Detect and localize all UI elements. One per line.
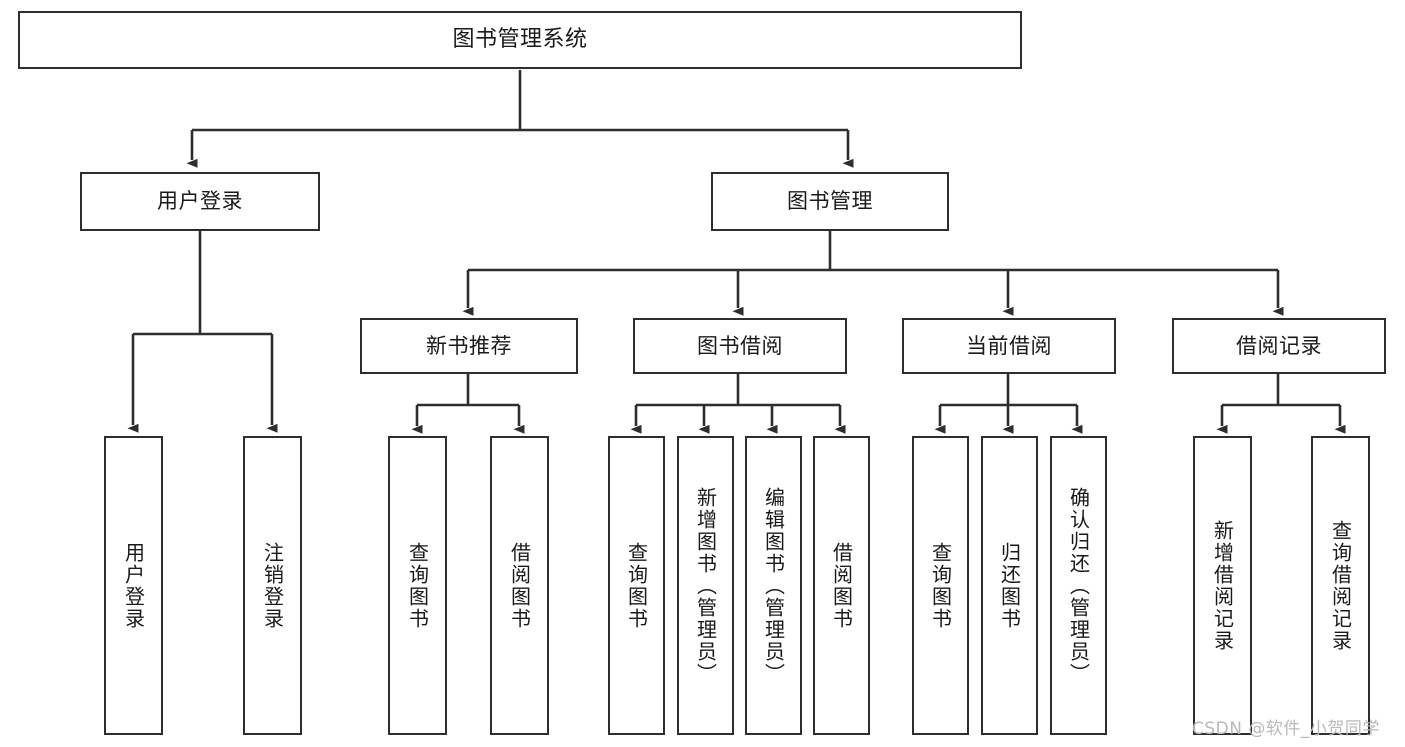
node-leaf-query-book-1[interactable]: 查询图书 — [388, 436, 447, 735]
node-label: 图书借阅 — [697, 333, 783, 358]
node-root-book-management-system[interactable]: 图书管理系统 — [18, 11, 1022, 69]
node-label: 编辑图书（管理员） — [761, 486, 786, 685]
node-label: 新增图书（管理员） — [693, 486, 718, 685]
node-leaf-confirm-return[interactable]: 确认归还（管理员） — [1050, 436, 1107, 735]
node-user-login[interactable]: 用户登录 — [80, 172, 320, 231]
node-leaf-query-book-2[interactable]: 查询图书 — [608, 436, 665, 735]
node-label: 借阅图书 — [829, 541, 854, 630]
node-book-management[interactable]: 图书管理 — [711, 172, 949, 231]
node-label: 查询借阅记录 — [1328, 519, 1353, 652]
node-leaf-query-book-3[interactable]: 查询图书 — [912, 436, 969, 735]
node-leaf-borrow-book-1[interactable]: 借阅图书 — [490, 436, 549, 735]
node-label: 用户登录 — [157, 189, 243, 214]
node-label: 归还图书 — [997, 541, 1022, 630]
node-leaf-user-login[interactable]: 用户登录 — [104, 436, 163, 735]
node-label: 当前借阅 — [966, 333, 1052, 358]
node-label: 新增借阅记录 — [1210, 519, 1235, 652]
node-label: 新书推荐 — [426, 333, 512, 358]
node-leaf-edit-book[interactable]: 编辑图书（管理员） — [745, 436, 802, 735]
node-label: 用户登录 — [121, 541, 146, 630]
node-label: 图书管理 — [787, 189, 873, 214]
node-label: 借阅图书 — [507, 541, 532, 630]
node-label: 查询图书 — [405, 541, 430, 630]
node-current-borrow[interactable]: 当前借阅 — [902, 318, 1116, 374]
node-book-borrow[interactable]: 图书借阅 — [633, 318, 847, 374]
node-leaf-query-record[interactable]: 查询借阅记录 — [1311, 436, 1370, 735]
node-borrow-record[interactable]: 借阅记录 — [1172, 318, 1386, 374]
node-leaf-add-record[interactable]: 新增借阅记录 — [1193, 436, 1252, 735]
node-leaf-borrow-book-2[interactable]: 借阅图书 — [813, 436, 870, 735]
node-label: 查询图书 — [624, 541, 649, 630]
node-label: 确认归还（管理员） — [1066, 486, 1091, 685]
node-leaf-return-book[interactable]: 归还图书 — [981, 436, 1038, 735]
node-leaf-add-book[interactable]: 新增图书（管理员） — [677, 436, 734, 735]
node-label: 注销登录 — [260, 541, 285, 630]
node-label: 查询图书 — [928, 541, 953, 630]
node-label: 借阅记录 — [1236, 333, 1322, 358]
node-label: 图书管理系统 — [452, 27, 588, 53]
node-leaf-logout-login[interactable]: 注销登录 — [243, 436, 302, 735]
node-new-book-recommend[interactable]: 新书推荐 — [360, 318, 578, 374]
